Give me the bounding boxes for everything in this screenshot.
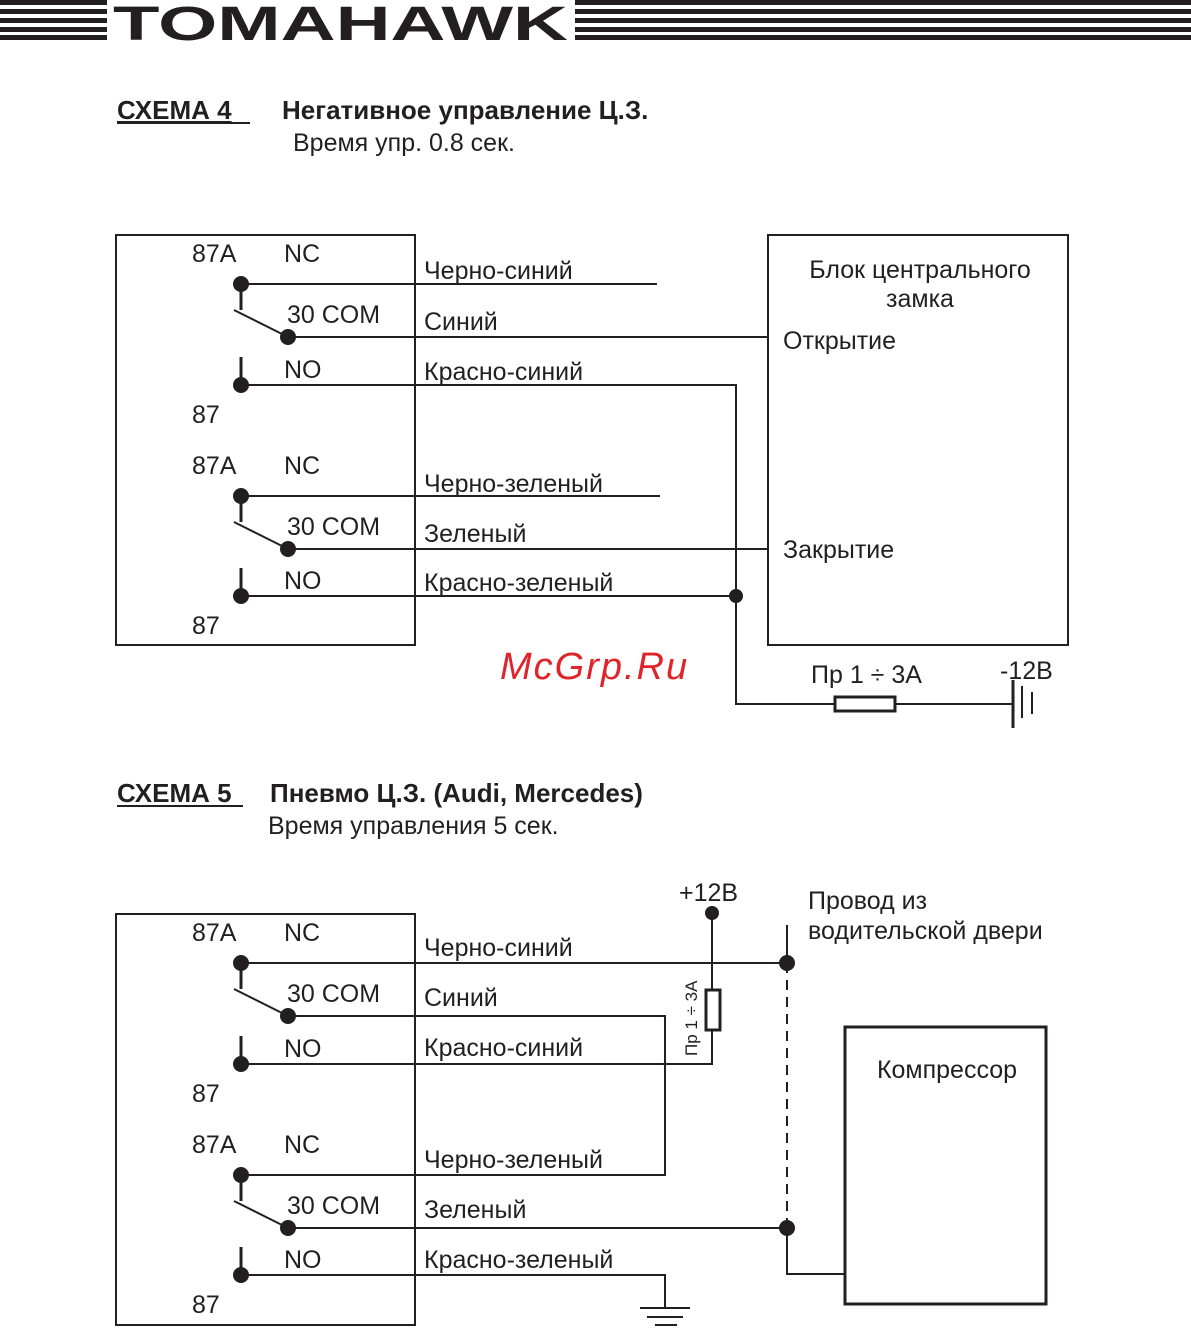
pin-87: 87 [192, 401, 220, 429]
logo-text: TOMAHAWK [113, 0, 569, 51]
pin-87a: 87A [192, 919, 237, 947]
pin-87a: 87A [192, 452, 237, 480]
pin-87a: 87A [192, 240, 237, 268]
wire-label: Синий [424, 984, 498, 1012]
schema5-wires [241, 906, 845, 1326]
wire-label: Красно-зеленый [424, 569, 613, 597]
schema5-fuse-label: Пр 1 ÷ 3А [682, 980, 701, 1056]
schema5-title: Пневмо Ц.З. (Audi, Mercedes) [270, 778, 643, 808]
pin-87: 87 [192, 1291, 220, 1319]
door-wire-label: водительской двери [808, 917, 1043, 945]
wire-label: Черно-зеленый [424, 1146, 603, 1174]
block-open-label: Открытие [783, 327, 896, 355]
block-close-label: Закрытие [783, 536, 894, 564]
pin-87: 87 [192, 612, 220, 640]
wire-label: Красно-зеленый [424, 1246, 613, 1274]
schema4-wires [241, 283, 1033, 728]
wire-label: Зеленый [424, 520, 526, 548]
pin-87: 87 [192, 1080, 220, 1108]
schema5-number: СХЕМА 5 [117, 778, 232, 808]
pin-com: 30 COM [287, 980, 380, 1008]
compressor-label: Компрессор [877, 1056, 1017, 1084]
ground-icon [640, 1307, 690, 1326]
schema5-wire-labels: Черно-синий Синий Красно-синий Черно-зел… [424, 934, 613, 1274]
pin-no: NO [284, 567, 322, 595]
watermark: McGrp.Ru [500, 646, 689, 688]
pin-no: NO [284, 356, 322, 384]
pin-nc: NC [284, 919, 320, 947]
pin-87a: 87A [192, 1131, 237, 1159]
wire-label: Синий [424, 308, 498, 336]
pin-nc: NC [284, 240, 320, 268]
schema4-title: Негативное управление Ц.З. [282, 95, 648, 125]
pin-nc: NC [284, 452, 320, 480]
header-logo: TOMAHAWK [0, 0, 1191, 51]
pin-no: NO [284, 1035, 322, 1063]
schema4-wire-labels: Черно-синий Синий Красно-синий Черно-зел… [424, 257, 613, 597]
wire-label: Черно-зеленый [424, 470, 603, 498]
schema5-fuse [704, 988, 722, 1032]
block-title: замка [886, 285, 954, 313]
wire-label: Черно-синий [424, 257, 573, 285]
block-title: Блок центрального [809, 256, 1031, 284]
schema4-fuse-label: Пр 1 ÷ 3А [811, 661, 922, 689]
schema4-battery-icon [1011, 680, 1033, 728]
schema5-relay-1: 87A NC 30 COM NO 87 [192, 919, 380, 1108]
wire-label: Черно-синий [424, 934, 573, 962]
power-label: +12В [679, 879, 738, 907]
schema5-relay-2: 87A NC 30 COM NO 87 [192, 1131, 380, 1319]
wire-label: Зеленый [424, 1196, 526, 1224]
schema4-relay-2: 87A NC 30 COM NO 87 [192, 452, 380, 640]
wire-label: Красно-синий [424, 1034, 583, 1062]
door-wire-label: Провод из [808, 887, 927, 915]
logo-stripes [0, 0, 1191, 40]
pin-no: NO [284, 1246, 322, 1274]
schema4-subtitle: Время упр. 0.8 сек. [293, 129, 515, 157]
schema4-battery-label: -12В [1000, 657, 1053, 685]
schema5-relay-box [115, 913, 416, 1326]
wire-label: Красно-синий [424, 358, 583, 386]
pin-com: 30 COM [287, 301, 380, 329]
pin-com: 30 COM [287, 513, 380, 541]
schema4-number: СХЕМА 4 [117, 95, 232, 125]
schema4-relay-1: 87A NC 30 COM NO 87 [192, 240, 380, 429]
schema4-fuse [833, 695, 897, 713]
compressor-block [843, 1025, 1048, 1306]
pin-com: 30 COM [287, 1192, 380, 1220]
schema4-relay-box [115, 234, 416, 646]
schema5-subtitle: Время управления 5 сек. [268, 812, 559, 840]
central-lock-block [767, 234, 1069, 646]
pin-nc: NC [284, 1131, 320, 1159]
